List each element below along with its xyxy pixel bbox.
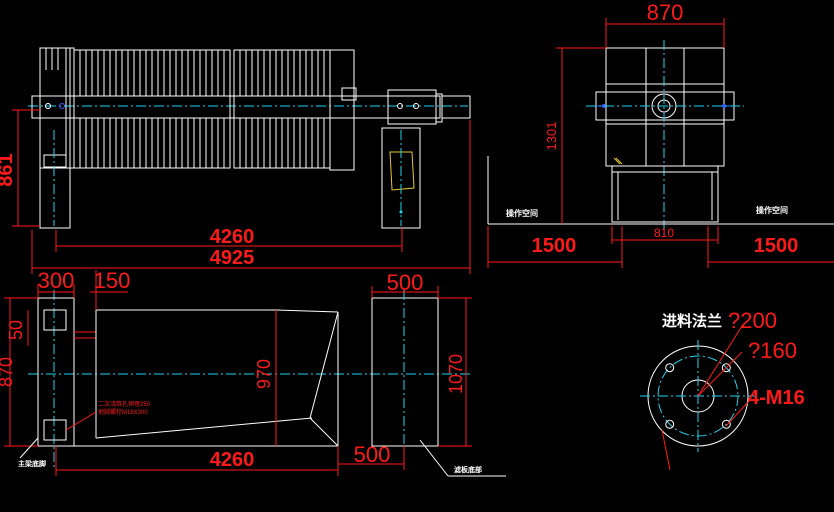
anchor-hole-bottom xyxy=(43,419,67,441)
left-foot xyxy=(37,297,75,447)
plan-dim-500-bottom: 500 xyxy=(354,442,391,467)
operating-space-left: 操作空间 xyxy=(506,208,538,218)
right-foot xyxy=(371,297,439,447)
plan-dim-300: 300 xyxy=(38,268,75,293)
plan-dim-150: 150 xyxy=(94,268,131,293)
anchor-note-line-1: 二次浇筑孔预埋250 xyxy=(98,400,151,408)
bolt-hole xyxy=(665,363,675,373)
plan-dim-1070: 1070 xyxy=(446,354,466,394)
front-view: 861 4260 4925 xyxy=(0,47,471,274)
base-width-dim: 810 xyxy=(654,226,674,240)
clearance-left-dim: 1500 xyxy=(532,235,577,257)
front-overall-dim: 4925 xyxy=(210,247,255,269)
control-box xyxy=(389,151,415,191)
side-width-dim: 870 xyxy=(647,0,684,25)
plan-dim-870: 870 xyxy=(0,357,16,387)
flange-view: 进料法兰 ?200 ?160 4-M16 xyxy=(640,308,805,471)
operating-space-right: 操作空间 xyxy=(756,205,788,215)
plan-dim-4260: 4260 xyxy=(210,449,255,471)
side-plate-outline xyxy=(605,47,725,167)
side-legs xyxy=(611,165,719,223)
plan-dim-500-top: 500 xyxy=(387,270,424,295)
label-main-beam-foot: 主梁底脚 xyxy=(18,459,46,468)
bolt-hole xyxy=(721,363,731,373)
filter-plates-left xyxy=(79,50,225,168)
main-beam xyxy=(31,95,441,119)
tail-leg xyxy=(381,127,421,229)
plan-dim-50: 50 xyxy=(6,320,26,340)
anchor-hole-top xyxy=(43,309,67,331)
front-length-dim: 4260 xyxy=(210,226,255,248)
side-height-dim: 1301 xyxy=(544,122,559,151)
flange-title: 进料法兰 xyxy=(662,312,722,330)
bolt-holes xyxy=(665,363,731,429)
anchor-note-line-2: 地脚螺栓M16X300 xyxy=(98,408,148,416)
pressing-plate xyxy=(329,49,355,171)
side-view: 操作空间 操作空间 870 1301 1500 1500 810 xyxy=(487,0,834,268)
clearance-right-dim: 1500 xyxy=(754,235,799,257)
flange-bolt-spec: 4-M16 xyxy=(748,387,805,409)
hydraulic-cylinder xyxy=(441,95,471,119)
plan-view: 二次浇筑孔预埋250 地脚螺栓M16X300 300 150 500 50 87… xyxy=(0,268,506,477)
plan-dim-970: 970 xyxy=(254,359,274,389)
front-height-dim: 861 xyxy=(0,153,17,186)
left-head-foot-plate xyxy=(43,154,67,168)
filter-plates-right xyxy=(239,50,325,168)
label-plate-bottom: 滤板底部 xyxy=(454,465,482,474)
tail-frame xyxy=(387,89,437,125)
bolt-hole xyxy=(665,419,675,429)
flange-inner-dim: ?160 xyxy=(748,338,797,363)
bolt-hole xyxy=(721,419,731,429)
flange-outer-dim: ?200 xyxy=(728,308,777,333)
